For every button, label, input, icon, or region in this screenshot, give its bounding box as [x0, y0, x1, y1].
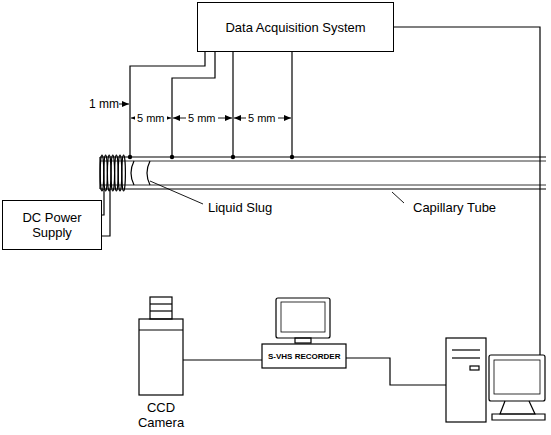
video-cable	[183, 359, 262, 360]
dimension-arrow	[119, 104, 129, 105]
power-supply-box: DC Power Supply	[2, 200, 102, 250]
device-label: CCD Camera	[133, 400, 189, 430]
device-label: S-VHS RECORDER	[268, 352, 340, 361]
heater-coil	[100, 155, 125, 191]
leader-line	[392, 192, 404, 203]
thermocouple-wire	[291, 52, 292, 157]
part-label: Capillary Tube	[413, 200, 496, 215]
computer	[446, 338, 545, 422]
acquisition-box: Data Acquisition System	[197, 2, 394, 52]
thermocouple-wire	[172, 52, 215, 157]
vcr-body	[262, 344, 346, 368]
thermocouple-dot	[290, 155, 294, 159]
thermocouple-dot	[231, 155, 235, 159]
leader-line	[150, 181, 203, 204]
ccd-camera	[139, 297, 183, 395]
thermocouple-wire	[232, 52, 233, 157]
coil-winding	[122, 155, 126, 191]
part-label: Liquid Slug	[208, 200, 272, 215]
box-label: Data Acquisition System	[225, 20, 365, 35]
box-label: DC Power Supply	[3, 210, 101, 240]
dimension-label: 1 mm	[89, 97, 119, 111]
recorder-monitor	[276, 298, 330, 343]
liquid-slug	[131, 161, 150, 185]
thermocouple-dot	[170, 155, 174, 159]
data-cable	[394, 27, 540, 355]
capillary-tube	[100, 157, 546, 189]
dimension-label: 5 mm	[246, 112, 278, 125]
thermocouple-dot	[128, 155, 132, 159]
video-cable	[346, 358, 446, 385]
thermocouple-wire	[130, 52, 205, 157]
dimension-label: 5 mm	[135, 112, 167, 125]
dimension-label: 5 mm	[186, 112, 218, 125]
